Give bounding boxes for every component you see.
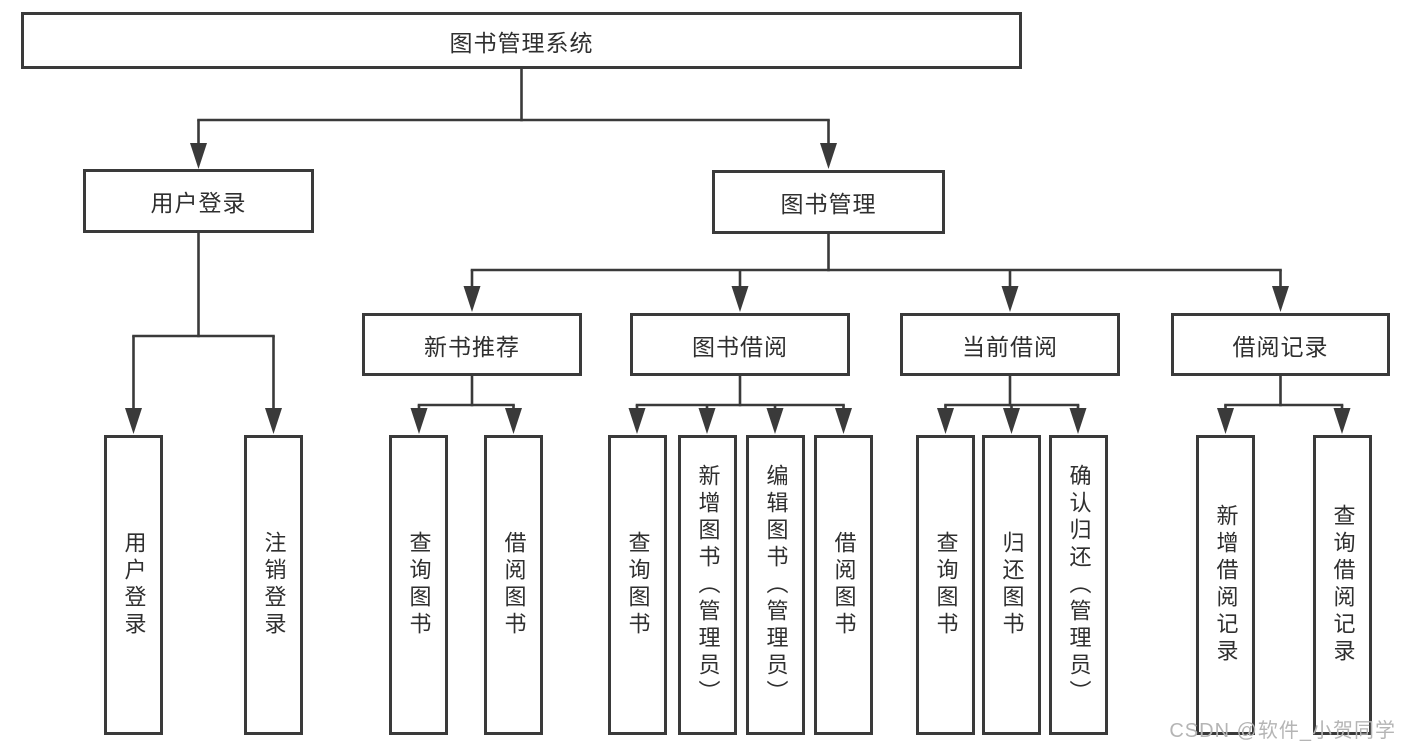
- leaf-borrow-books: 借阅图书: [814, 435, 873, 735]
- leaf-add-book-admin: 新增图书（管理员）: [678, 435, 737, 735]
- leaf-label: 归还图书: [999, 531, 1025, 639]
- leaf-query-borrow-record: 查询借阅记录: [1313, 435, 1372, 735]
- node-label: 用户登录: [150, 190, 247, 216]
- leaf-add-borrow-record: 新增借阅记录: [1196, 435, 1255, 735]
- leaf-return-book: 归还图书: [982, 435, 1041, 735]
- node-label: 借阅记录: [1232, 333, 1329, 360]
- leaf-query-books-borrow: 查询图书: [608, 435, 667, 735]
- leaf-label: 查询借阅记录: [1330, 504, 1356, 666]
- leaf-label: 确认归还（管理员）: [1066, 463, 1092, 707]
- leaf-borrow-books-recommend: 借阅图书: [484, 435, 543, 735]
- leaf-label: 查询图书: [933, 531, 959, 639]
- node-book-borrowing: 图书借阅: [630, 313, 850, 376]
- leaf-label: 注销登录: [261, 531, 287, 639]
- node-library-management-system: 图书管理系统: [21, 12, 1022, 69]
- leaf-user-login: 用户登录: [104, 435, 163, 735]
- node-label: 新书推荐: [424, 333, 520, 360]
- leaf-query-books-current: 查询图书: [916, 435, 975, 735]
- node-current-borrowing: 当前借阅: [900, 313, 1120, 376]
- leaf-label: 查询图书: [406, 531, 432, 639]
- leaf-label: 新增图书（管理员）: [695, 463, 721, 707]
- leaf-query-books-recommend: 查询图书: [389, 435, 448, 735]
- leaf-label: 用户登录: [121, 531, 147, 639]
- leaf-label: 借阅图书: [831, 531, 857, 639]
- leaf-label: 借阅图书: [501, 531, 527, 639]
- leaf-label: 查询图书: [625, 531, 651, 639]
- node-label: 图书管理系统: [449, 29, 594, 56]
- leaf-edit-book-admin: 编辑图书（管理员）: [746, 435, 805, 735]
- leaf-confirm-return-admin: 确认归还（管理员）: [1049, 435, 1108, 735]
- leaf-logout: 注销登录: [244, 435, 303, 735]
- node-user-login: 用户登录: [83, 169, 314, 233]
- node-label: 图书借阅: [692, 333, 788, 360]
- leaf-label: 新增借阅记录: [1213, 504, 1239, 666]
- node-label: 当前借阅: [962, 333, 1058, 360]
- node-new-book-recommendation: 新书推荐: [362, 313, 582, 376]
- node-borrowing-records: 借阅记录: [1171, 313, 1390, 376]
- leaf-label: 编辑图书（管理员）: [763, 463, 789, 707]
- node-label: 图书管理: [780, 191, 877, 217]
- node-book-management: 图书管理: [712, 170, 945, 234]
- watermark: CSDN @软件_小贺同学: [1169, 720, 1396, 742]
